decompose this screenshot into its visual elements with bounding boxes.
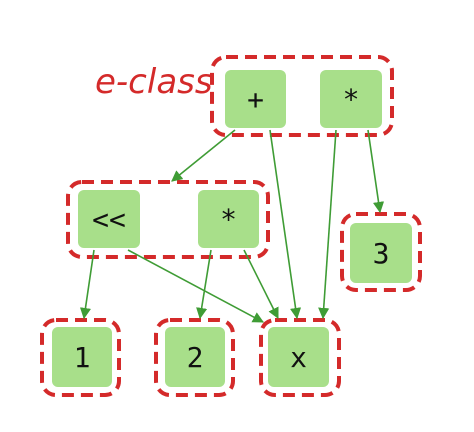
eclass-box-c2 bbox=[340, 212, 422, 292]
enode-n_3: 3 bbox=[350, 223, 412, 283]
node-layer: + * << * 3 1 2 x bbox=[52, 70, 412, 387]
eclass-box-c5 bbox=[259, 318, 341, 397]
enode-box bbox=[350, 223, 412, 283]
enode-n_2: 2 bbox=[165, 327, 225, 387]
enode-box bbox=[52, 327, 112, 387]
enode-label: 1 bbox=[74, 341, 91, 374]
enode-n_mul_mid: * bbox=[198, 190, 259, 248]
edge-n_plus-to-c5 bbox=[269, 129, 302, 320]
edge-n_mul_top-to-c2 bbox=[367, 129, 385, 214]
edge-n_mul_mid-to-c5 bbox=[243, 249, 279, 320]
edge-n_shift-to-c5 bbox=[127, 249, 264, 323]
enode-label: << bbox=[92, 203, 126, 236]
enode-box bbox=[268, 327, 329, 387]
enode-n_x: x bbox=[268, 327, 329, 387]
enode-n_plus: + bbox=[225, 70, 286, 128]
edge-n_shift-to-c3 bbox=[79, 249, 95, 320]
enode-n_1: 1 bbox=[52, 327, 112, 387]
enode-label: 2 bbox=[187, 341, 204, 374]
enode-label: 3 bbox=[373, 237, 390, 270]
enode-label: * bbox=[220, 203, 237, 236]
enode-label: + bbox=[247, 83, 264, 116]
enode-box bbox=[198, 190, 259, 248]
edge-n_mul_mid-to-c4 bbox=[196, 249, 212, 320]
enode-box bbox=[225, 70, 286, 128]
eclass-box-c4 bbox=[154, 318, 235, 397]
eclass-box-c0 bbox=[210, 55, 394, 137]
enode-box bbox=[165, 327, 225, 387]
enode-label: x bbox=[290, 341, 307, 374]
enode-box bbox=[320, 70, 382, 128]
eclass-layer bbox=[40, 55, 422, 397]
enode-n_mul_top: * bbox=[320, 70, 382, 128]
eclass-label: e-class bbox=[95, 62, 213, 102]
eclass-box-c3 bbox=[40, 318, 121, 397]
edge-n_mul_top-to-c5 bbox=[318, 129, 337, 320]
enode-label: * bbox=[343, 83, 360, 116]
eclass-box-c1 bbox=[66, 180, 270, 259]
edge-layer bbox=[79, 129, 385, 323]
enode-box bbox=[78, 190, 140, 248]
enode-n_shift: << bbox=[78, 190, 140, 248]
edge-n_plus-to-c1 bbox=[171, 129, 236, 182]
